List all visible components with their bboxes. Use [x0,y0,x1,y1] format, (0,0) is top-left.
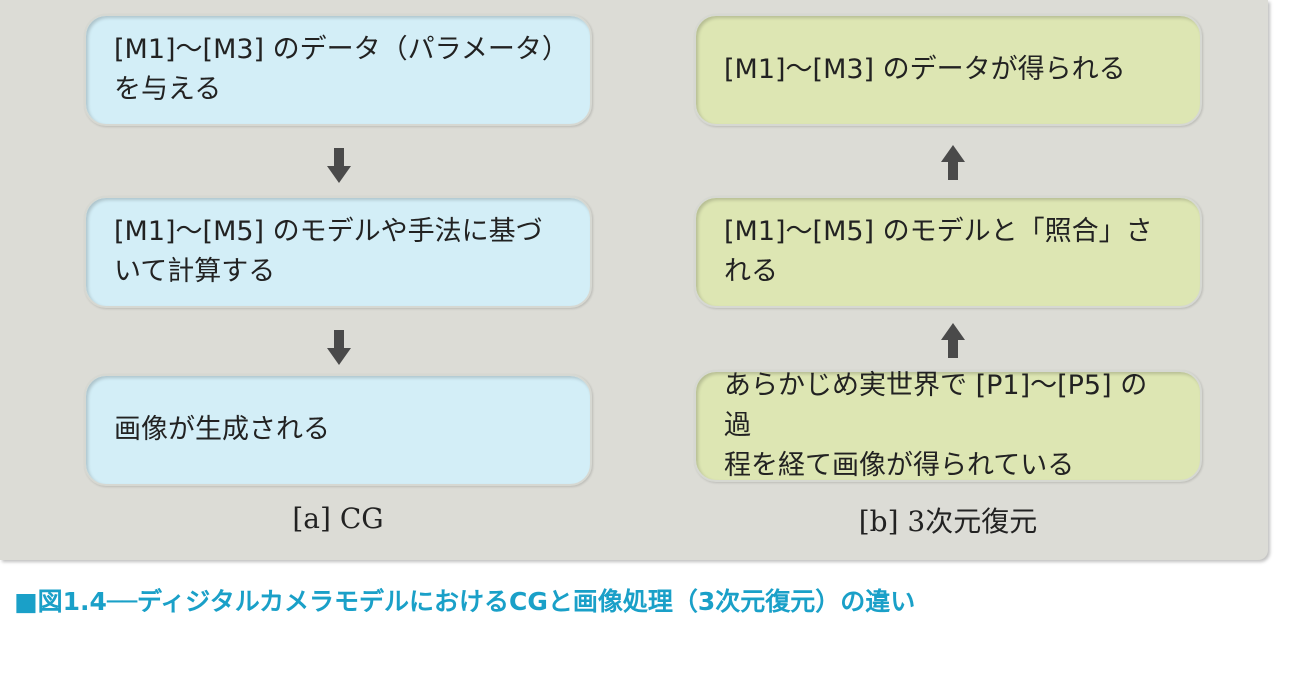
recon-step-matched-text: [M1]～[M5] のモデルと「照合」される [724,216,1153,287]
caption-3d-reconstruction: [b] 3次元復元 [858,505,1038,538]
cg-step-compute-line1: [M1]～[M5] のモデルや手法に基づ [114,216,543,247]
cg-step-compute: [M1]～[M5] のモデルや手法に基づ いて計算する [84,196,592,308]
figure-title: ■図1.4──ディジタルカメラモデルにおけるCGと画像処理（3次元復元）の違い [14,587,916,616]
arrow-down-icon [327,148,351,183]
cg-step-compute-line2: いて計算する [114,256,276,287]
recon-step-image-captured-line1: あらかじめ実世界で [P1]～[P5] の過 [724,370,1148,441]
cg-step-give-data: [M1]～[M3] のデータ（パラメータ） を与える [84,14,592,126]
cg-step-image-generated-text: 画像が生成される [114,414,330,445]
arrow-up-icon [941,323,965,358]
cg-step-image-generated: 画像が生成される [84,374,592,486]
cg-step-give-data-line1: [M1]～[M3] のデータ（パラメータ） [114,34,569,65]
recon-step-data-obtained-text: [M1]～[M3] のデータが得られる [724,54,1126,85]
caption-cg: [a] CG [292,502,384,535]
recon-step-image-captured-line2: 程を経て画像が得られている [724,450,1075,481]
diagram-panel: [M1]～[M3] のデータ（パラメータ） を与える [M1]～[M5] のモデ… [0,0,1268,560]
recon-step-data-obtained: [M1]～[M3] のデータが得られる [694,14,1202,126]
recon-step-matched: [M1]～[M5] のモデルと「照合」される [694,196,1202,308]
arrow-down-icon [327,330,351,365]
recon-step-image-captured: あらかじめ実世界で [P1]～[P5] の過 程を経て画像が得られている [694,370,1202,482]
cg-step-give-data-line2: を与える [114,74,222,105]
arrow-up-icon [941,145,965,180]
